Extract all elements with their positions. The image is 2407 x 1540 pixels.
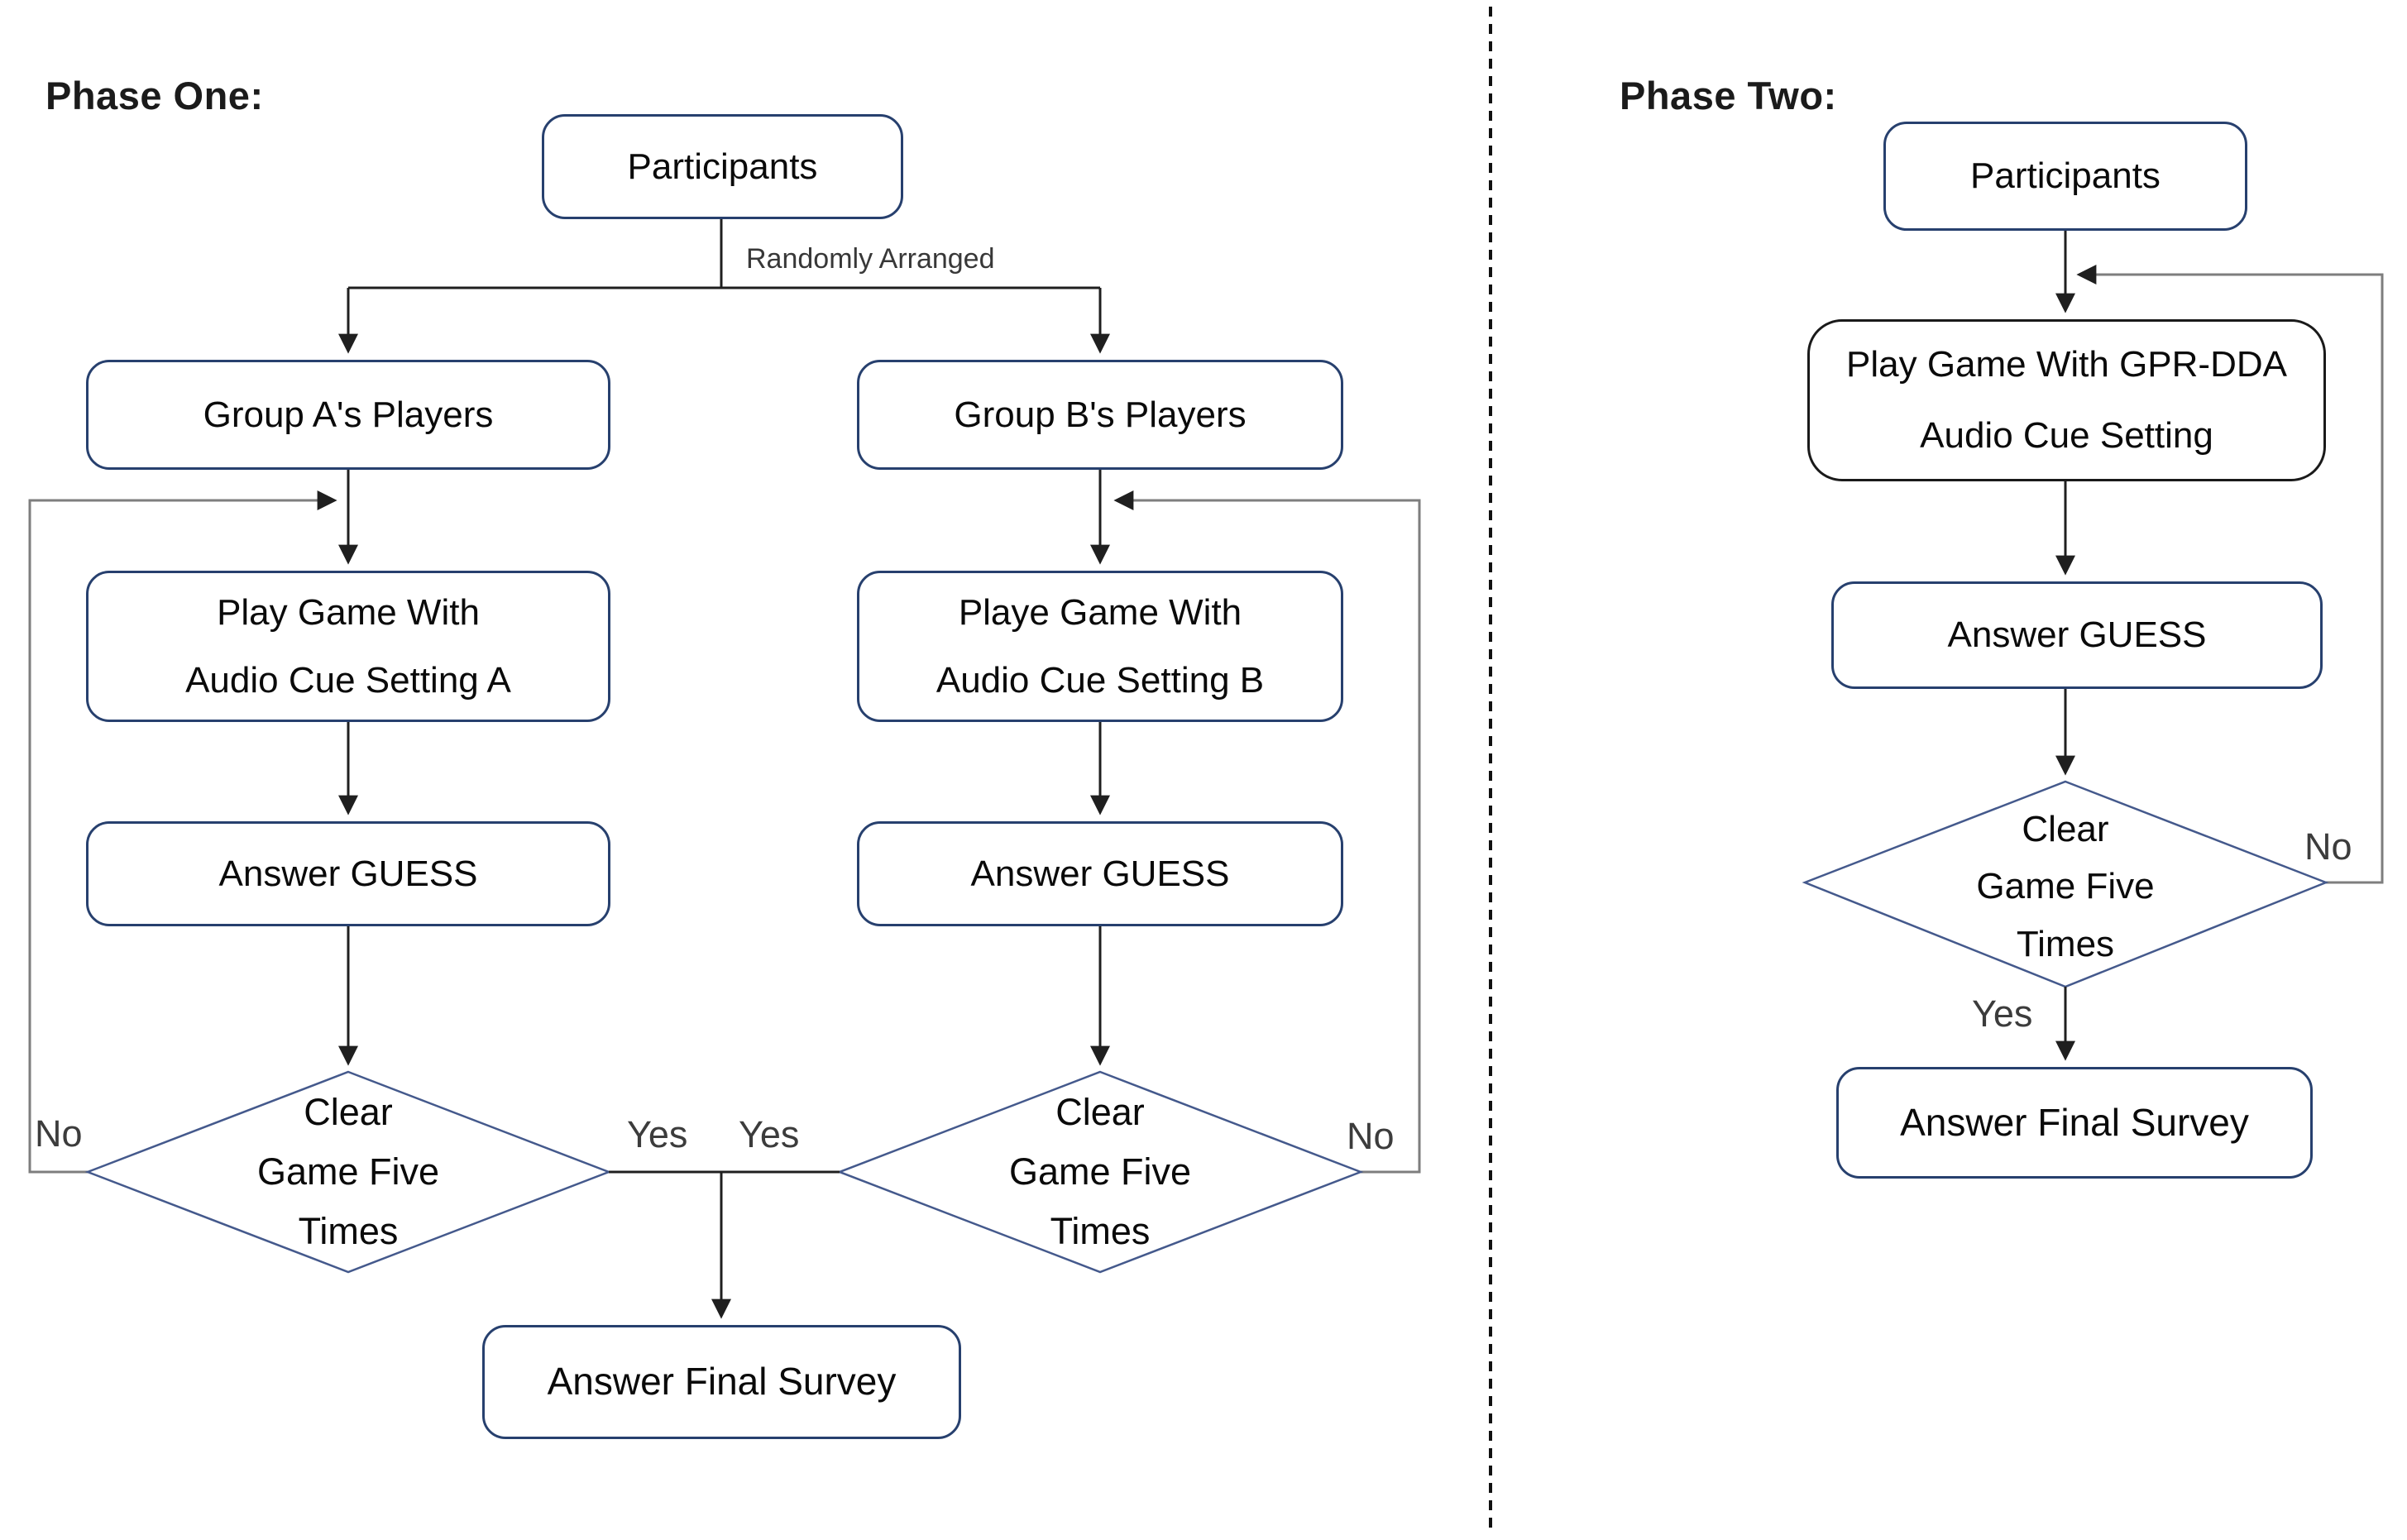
edge-no-loop-phase2 (2076, 265, 2384, 884)
decision-phase2-diamond (1802, 780, 2329, 988)
edge-no-loop-group-a (28, 490, 337, 1174)
phase-one-title: Phase One: (45, 74, 264, 117)
phase-two-title: Phase Two: (1620, 74, 1837, 117)
edge-no-loop-group-b (1113, 490, 1421, 1174)
node-final-survey-phase2: Answer Final Survey (1836, 1067, 2313, 1179)
node-participants-phase1: Participants (542, 114, 903, 219)
node-group-a: Group A's Players (86, 360, 610, 470)
node-answer-guess-b: Answer GUESS (857, 821, 1343, 926)
edge-label-no-phase2: No (2304, 825, 2352, 868)
edge-label-no-b: No (1347, 1115, 1395, 1157)
node-play-setting-b: Playe Game With Audio Cue Setting B (857, 571, 1343, 722)
node-final-survey-phase1: Answer Final Survey (482, 1325, 961, 1439)
node-answer-guess-phase2: Answer GUESS (1831, 581, 2323, 689)
edge-label-yes-b: Yes (739, 1113, 800, 1155)
node-answer-guess-a: Answer GUESS (86, 821, 610, 926)
decision-a-diamond (84, 1070, 612, 1274)
node-play-setting-a: Play Game With Audio Cue Setting A (86, 571, 610, 722)
node-play-gpr-dda: Play Game With GPR-DDA Audio Cue Setting (1807, 319, 2326, 481)
edge-label-yes-phase2: Yes (1972, 992, 2033, 1035)
edge-label-randomly-arranged: Randomly Arranged (746, 243, 995, 275)
node-group-b: Group B's Players (857, 360, 1343, 470)
decision-b-diamond (836, 1070, 1364, 1274)
node-participants-phase2: Participants (1883, 122, 2247, 231)
edge-label-no-a: No (35, 1112, 83, 1155)
edge-label-yes-a: Yes (627, 1113, 688, 1155)
